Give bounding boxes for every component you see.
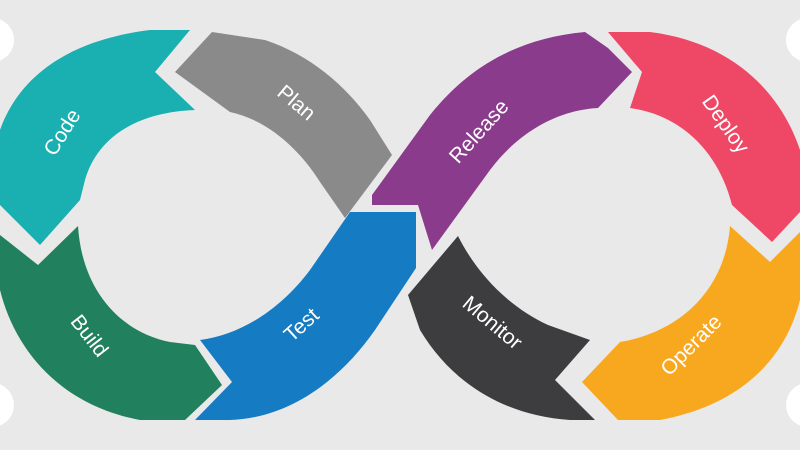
left-top-notch [0,19,14,61]
monitor-segment [408,236,595,420]
build-segment [0,226,222,420]
right-top-notch [786,19,800,61]
plan-segment [175,32,392,218]
left-bottom-notch [0,384,14,426]
deploy-segment [608,32,800,242]
code-segment [0,30,195,245]
test-segment [195,212,416,420]
release-segment [372,32,632,250]
operate-segment [582,226,800,420]
right-bottom-notch [786,384,800,426]
